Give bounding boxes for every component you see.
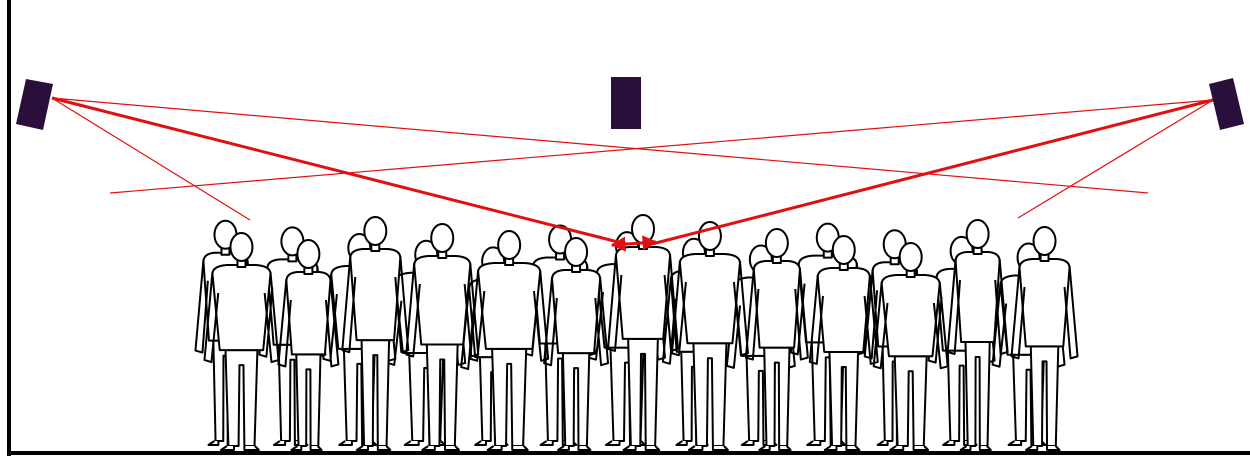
speaker-left — [16, 79, 53, 130]
main-beam-left — [52, 98, 626, 244]
speaker-icon — [1209, 78, 1244, 130]
speaker-icon — [16, 79, 53, 130]
coverage-line — [52, 98, 1148, 193]
coverage-line — [110, 100, 1213, 193]
speaker-icon — [611, 77, 641, 129]
coverage-line — [1018, 100, 1213, 218]
speaker-right — [1209, 78, 1244, 130]
main-beam-right — [652, 100, 1213, 244]
speakers — [16, 77, 1244, 130]
coverage-line — [52, 98, 250, 220]
crowd — [195, 215, 1077, 450]
speaker-center — [611, 77, 641, 129]
